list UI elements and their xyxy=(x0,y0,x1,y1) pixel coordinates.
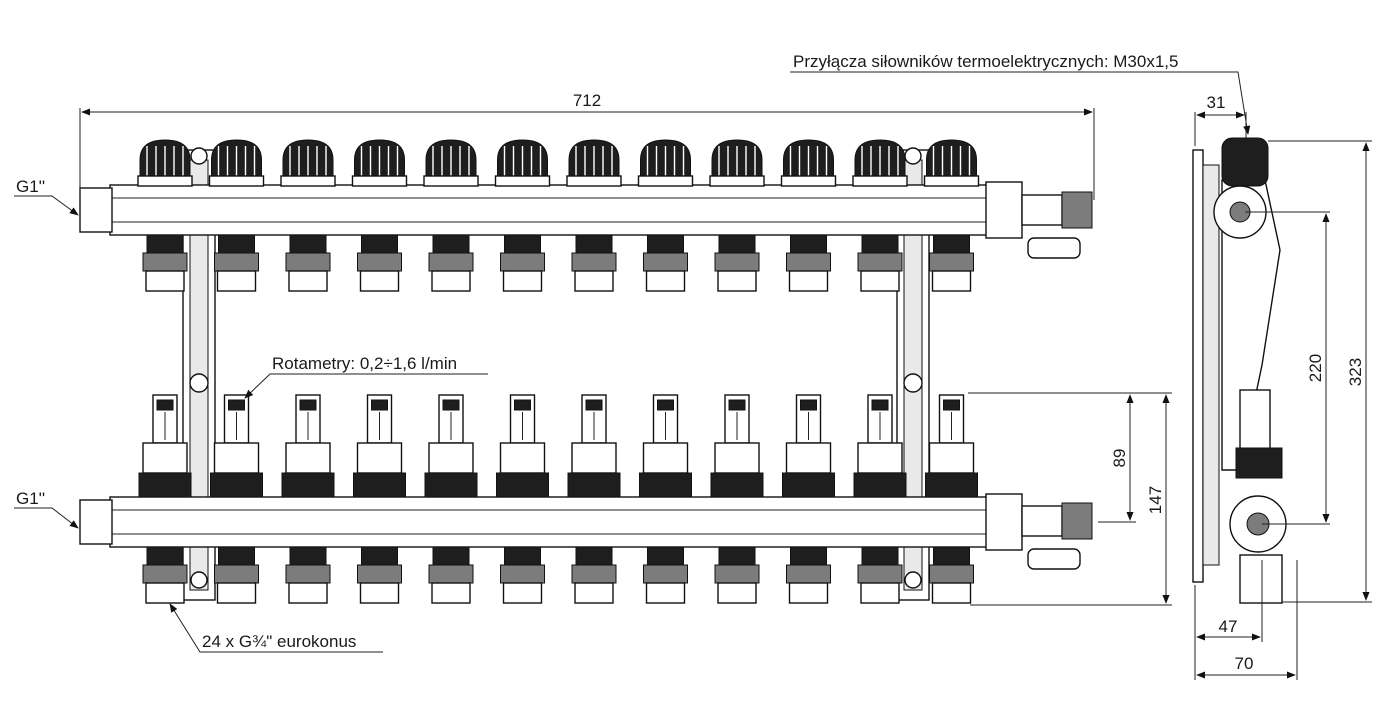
leader-thread-top: G1'' xyxy=(14,177,79,216)
upper-outlet-8 xyxy=(643,234,688,292)
lower-outlet-6 xyxy=(500,546,545,604)
leader-actuator: Przyłącza siłowników termoelektrycznych:… xyxy=(790,52,1251,135)
upper-outlet-5 xyxy=(428,234,474,292)
dim-70: 70 xyxy=(1235,654,1254,673)
lower-outlet-5 xyxy=(428,546,474,604)
valve-head-3 xyxy=(280,139,336,187)
dimension-depth-lower: 47 70 xyxy=(1194,560,1298,680)
lower-outlet-12 xyxy=(929,546,974,604)
upper-outlet-12 xyxy=(929,234,974,292)
dimension-depth-top: 31 xyxy=(1194,93,1247,146)
upper-outlet-3 xyxy=(285,234,331,292)
dim-712: 712 xyxy=(573,91,601,110)
valve-head-6 xyxy=(494,139,551,187)
label-outlets: 24 x G¾" eurokonus xyxy=(202,632,356,651)
lower-outlets xyxy=(142,546,974,604)
dim-31: 31 xyxy=(1207,93,1226,112)
valve-head-5 xyxy=(423,139,479,187)
rotameter-12 xyxy=(925,394,978,498)
dimension-centres: 220 xyxy=(1245,211,1330,525)
rotameters xyxy=(138,394,978,498)
valve-head-1 xyxy=(137,139,193,187)
rotameter-5 xyxy=(424,394,478,498)
lower-outlet-3 xyxy=(285,546,331,604)
rotameter-9 xyxy=(710,394,764,498)
upper-outlet-10 xyxy=(786,234,831,292)
lower-outlet-10 xyxy=(786,546,831,604)
rotameter-3 xyxy=(281,394,335,498)
rotameter-1 xyxy=(138,394,192,498)
upper-outlet-1 xyxy=(142,234,188,292)
rotameter-11 xyxy=(853,394,907,498)
leader-thread-bottom: G1'' xyxy=(14,489,79,529)
dimension-rotameter-height: 89 xyxy=(968,392,1172,523)
rotameter-2 xyxy=(210,394,263,498)
lower-outlet-4 xyxy=(357,546,402,604)
dim-220: 220 xyxy=(1306,354,1325,382)
upper-valve-heads xyxy=(137,139,980,187)
supply-manifold-bar xyxy=(79,181,1093,259)
rotameter-6 xyxy=(496,394,549,498)
valve-head-11 xyxy=(852,139,908,187)
side-view xyxy=(1192,137,1287,604)
upper-outlet-7 xyxy=(571,234,617,292)
label-actuator-connections: Przyłącza siłowników termoelektrycznych:… xyxy=(793,52,1178,71)
valve-head-10 xyxy=(780,139,837,187)
rotameter-7 xyxy=(567,394,621,498)
upper-outlet-11 xyxy=(857,234,903,292)
leader-outlets: 24 x G¾" eurokonus xyxy=(169,603,383,653)
dim-147: 147 xyxy=(1146,486,1165,514)
upper-outlets xyxy=(142,234,974,292)
dimension-lower-height: 147 xyxy=(970,394,1172,606)
valve-head-2 xyxy=(208,139,265,187)
valve-head-8 xyxy=(637,139,694,187)
lower-outlet-11 xyxy=(857,546,903,604)
lower-outlet-9 xyxy=(714,546,760,604)
upper-outlet-4 xyxy=(357,234,402,292)
valve-head-4 xyxy=(351,139,408,187)
leader-rotameter: Rotametry: 0,2÷1,6 l/min xyxy=(244,354,488,399)
rotameter-8 xyxy=(639,394,692,498)
return-manifold-bar xyxy=(79,493,1093,570)
dim-47: 47 xyxy=(1219,617,1238,636)
lower-outlet-2 xyxy=(214,546,259,604)
valve-head-9 xyxy=(709,139,765,187)
upper-outlet-2 xyxy=(214,234,259,292)
lower-outlet-8 xyxy=(643,546,688,604)
rotameter-4 xyxy=(353,394,406,498)
lower-outlet-7 xyxy=(571,546,617,604)
label-rotameters: Rotametry: 0,2÷1,6 l/min xyxy=(272,354,457,373)
label-thread-bottom: G1'' xyxy=(16,489,45,508)
dimension-overall-width: 712 xyxy=(79,91,1095,200)
dim-89: 89 xyxy=(1110,449,1129,468)
dim-323: 323 xyxy=(1346,358,1365,386)
upper-outlet-9 xyxy=(714,234,760,292)
dimension-overall-height: 323 xyxy=(1268,140,1372,603)
rotameter-10 xyxy=(782,394,835,498)
label-thread-top: G1'' xyxy=(16,177,45,196)
lower-outlet-1 xyxy=(142,546,188,604)
valve-head-12 xyxy=(923,139,980,187)
valve-head-7 xyxy=(566,139,622,187)
upper-outlet-6 xyxy=(500,234,545,292)
